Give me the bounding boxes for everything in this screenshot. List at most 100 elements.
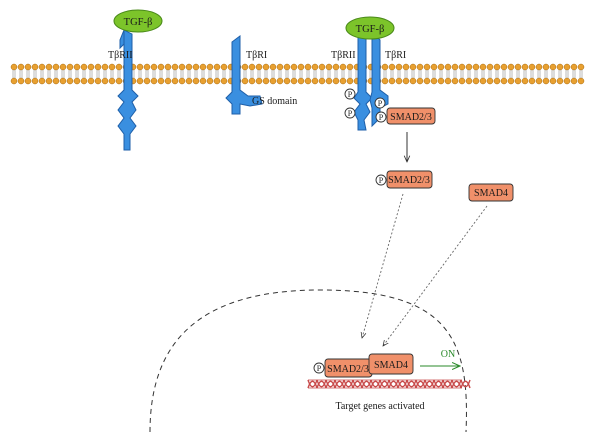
dna-strand-b [415, 379, 426, 388]
lipid-head-inner [556, 77, 564, 85]
lipid-head-outer [444, 63, 452, 71]
lipid-head-inner [402, 77, 410, 85]
lipid-head-inner [101, 77, 109, 85]
lipid-head-outer [311, 63, 319, 71]
lipid-head-outer [528, 63, 536, 71]
lipid-head-outer [570, 63, 578, 71]
lipid-head-outer [521, 63, 529, 71]
lipid-head-inner [45, 77, 53, 85]
dna-strand-a [415, 380, 426, 389]
ligand-left: TGF-β [113, 9, 163, 33]
lipid-head-inner [339, 77, 347, 85]
lipid-head-outer [164, 63, 172, 71]
lipid-head-inner [297, 77, 305, 85]
lipid-head-inner [346, 77, 354, 85]
dna-strand-b [370, 379, 381, 388]
dna-strand-b [433, 379, 444, 388]
lipid-head-inner [458, 77, 466, 85]
lipid-head-outer [563, 63, 571, 71]
dna-strand-b [361, 379, 372, 388]
lipid-head-inner [255, 77, 263, 85]
lipid-head-outer [24, 63, 32, 71]
lipid-head-outer [332, 63, 340, 71]
lipid-head-inner [311, 77, 319, 85]
lipid-head-outer [206, 63, 214, 71]
phosphate-receptor-2: P [374, 97, 386, 109]
lipid-head-inner [262, 77, 270, 85]
phosphate-symbol: P [348, 90, 353, 99]
lipid-head-outer [59, 63, 67, 71]
lipid-head-outer [248, 63, 256, 71]
lipid-head-outer [115, 63, 123, 71]
dna-strand-b [397, 379, 408, 388]
dna-strand-b [388, 379, 399, 388]
dna-strand-b [379, 379, 390, 388]
lipid-head-inner [31, 77, 39, 85]
smad4-nuclear-import-arrow [383, 205, 488, 346]
lipid-head-inner [381, 77, 389, 85]
lipid-head-inner [52, 77, 60, 85]
lipid-head-outer [269, 63, 277, 71]
phosphate-symbol: P [348, 109, 353, 118]
lipid-head-inner [290, 77, 298, 85]
dna-strand-b [451, 379, 462, 388]
lipid-head-outer [213, 63, 221, 71]
dna-strand-a [316, 380, 327, 389]
lipid-head-inner [199, 77, 207, 85]
lipid-head-inner [514, 77, 522, 85]
nucleus-envelope [149, 289, 467, 433]
lipid-head-outer [458, 63, 466, 71]
lipid-head-outer [87, 63, 95, 71]
lipid-head-outer [185, 63, 193, 71]
lipid-head-inner [437, 77, 445, 85]
lipid-head-inner [332, 77, 340, 85]
lipid-head-outer [143, 63, 151, 71]
lipid-head-inner [206, 77, 214, 85]
dna-strand-a [451, 380, 462, 389]
lipid-head-outer [290, 63, 298, 71]
lipid-head-outer [472, 63, 480, 71]
lipid-head-outer [136, 63, 144, 71]
lipid-head-inner [276, 77, 284, 85]
tbrii-receptor-left [117, 29, 139, 151]
lipid-head-inner [269, 77, 277, 85]
lipid-head-outer [381, 63, 389, 71]
dna-strand-b [424, 379, 435, 388]
lipid-head-outer [556, 63, 564, 71]
dna-strand-a [370, 380, 381, 389]
lipid-head-outer [507, 63, 515, 71]
lipid-head-inner [192, 77, 200, 85]
lipid-head-outer [479, 63, 487, 71]
lipid-head-outer [283, 63, 291, 71]
lipid-head-inner [549, 77, 557, 85]
lipid-head-outer [262, 63, 270, 71]
dna-strand-a [361, 380, 372, 389]
ligand-right: TGF-β [345, 16, 395, 40]
lipid-head-outer [157, 63, 165, 71]
lipid-head-outer [493, 63, 501, 71]
smad4-cytoplasm: SMAD4 [468, 183, 514, 202]
dna-strand-a [406, 380, 417, 389]
phosphate-symbol: P [317, 364, 322, 373]
lipid-head-outer [500, 63, 508, 71]
lipid-head-inner [10, 77, 18, 85]
lipid-head-inner [395, 77, 403, 85]
dna-strand-b [316, 379, 327, 388]
dna-strand-a [352, 380, 363, 389]
lipid-head-outer [304, 63, 312, 71]
dna-strand-b [343, 379, 354, 388]
lipid-head-inner [171, 77, 179, 85]
dna-strand-b [325, 379, 336, 388]
lipid-head-inner [472, 77, 480, 85]
lipid-head-outer [101, 63, 109, 71]
lipid-head-outer [38, 63, 46, 71]
smad4-nuclear-box [368, 353, 414, 375]
dna-strand-a [442, 380, 453, 389]
lipid-head-inner [304, 77, 312, 85]
lipid-head-inner [164, 77, 172, 85]
lipid-head-inner [38, 77, 46, 85]
lipid-head-outer [409, 63, 417, 71]
lipid-head-outer [437, 63, 445, 71]
gs-domain-label: GS domain [252, 96, 297, 107]
